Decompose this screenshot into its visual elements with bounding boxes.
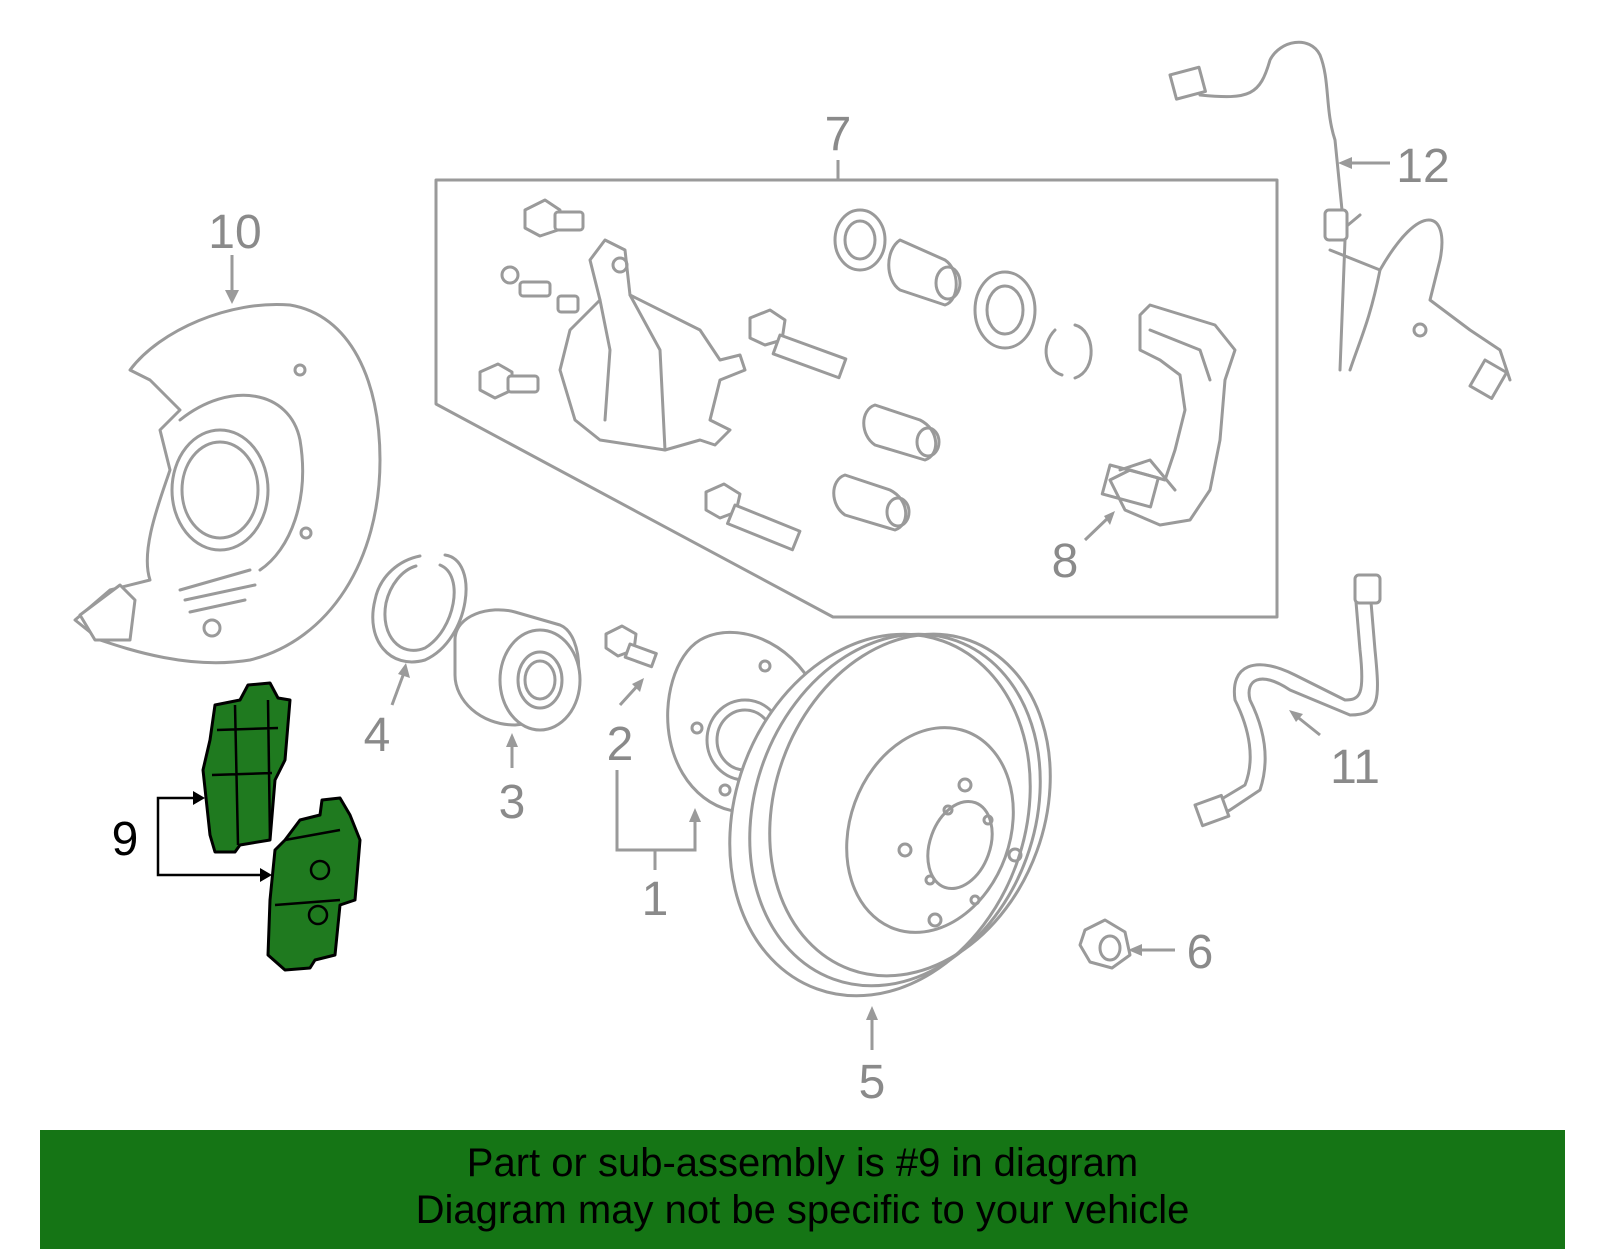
brake-hose[interactable] <box>1193 573 1382 828</box>
dust-shield[interactable] <box>73 255 382 665</box>
caliper-assembly[interactable] <box>478 198 1093 552</box>
caliper-kit-box <box>434 160 1279 619</box>
callout-6: 6 <box>1187 926 1214 979</box>
callout-1: 1 <box>642 873 669 926</box>
callout-8: 8 <box>1052 535 1079 588</box>
callout-4: 4 <box>364 709 391 762</box>
callout-10: 10 <box>208 206 261 259</box>
callout-9: 9 <box>112 813 139 866</box>
snap-ring[interactable] <box>371 553 468 706</box>
callout-2: 2 <box>607 718 634 771</box>
banner-line-2: Diagram may not be specific to your vehi… <box>415 1188 1190 1232</box>
hub-bolt[interactable] <box>604 624 658 707</box>
caliper-bracket[interactable] <box>1083 303 1237 542</box>
callout-12: 12 <box>1396 140 1449 193</box>
callout-5: 5 <box>859 1056 886 1109</box>
callout-3: 3 <box>499 776 526 829</box>
wheel-bearing[interactable] <box>453 608 582 768</box>
banner-line-1: Part or sub-assembly is #9 in diagram <box>466 1141 1139 1185</box>
info-banner: Part or sub-assembly is #9 in diagram Di… <box>40 1130 1565 1249</box>
brake-pads-highlighted[interactable] <box>156 681 362 972</box>
lug-nut[interactable] <box>1078 918 1175 970</box>
callout-7: 7 <box>825 108 852 161</box>
brake-rotor[interactable] <box>680 592 1096 1050</box>
callout-11: 11 <box>1330 741 1380 794</box>
abs-sensor-harness[interactable] <box>1168 40 1512 400</box>
